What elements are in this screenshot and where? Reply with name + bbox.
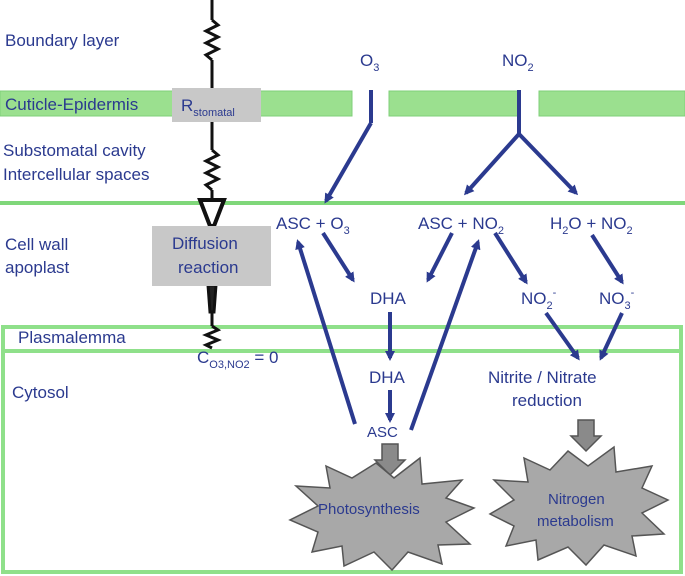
asc-to-no2-reaction-arrow (409, 239, 481, 431)
reduction-label: reduction (512, 391, 582, 410)
asc-to-photosynthesis-block-arrow (373, 443, 407, 477)
intercellular-resistor (202, 148, 222, 192)
apoplast-label: apoplast (5, 258, 70, 277)
intercellular-spaces-label: Intercellular spaces (3, 165, 149, 184)
resistance-chain (197, 0, 227, 350)
asc-no2-to-dha-arrow (426, 232, 454, 283)
asc-ozone-reaction: ASC + O3 (276, 214, 350, 237)
reduction-to-nitrogen-block-arrow (569, 419, 603, 453)
conc-subscript: O3,NO2 (209, 359, 249, 371)
asc-ozone-to-dha-arrow (321, 231, 355, 283)
diffusion-label: Diffusion (172, 234, 238, 253)
diffusion-funnel (206, 283, 218, 314)
cuticle-band-middle (388, 90, 521, 117)
no2-to-asc-arrow (463, 132, 521, 196)
reaction-arrows (295, 90, 624, 431)
cell-wall-label: Cell wall (5, 235, 68, 254)
ozone-to-asc-arrow (324, 122, 373, 204)
no2-to-water-arrow (517, 132, 579, 196)
nitrate-ion-label: NO3- (599, 287, 635, 312)
asc-cytosol-label: ASC (367, 424, 398, 441)
metabolism-label: metabolism (537, 513, 614, 530)
r-subscript: stomatal (193, 107, 235, 119)
nitrite-ion-label: NO2- (521, 287, 557, 312)
photosynthesis-label: Photosynthesis (318, 501, 420, 518)
conc-symbol: C (197, 348, 209, 367)
photosynthesis-star (288, 456, 476, 572)
concentration-equation: CO3,NO2 = 0 (197, 348, 278, 371)
boundary-resistor (202, 18, 222, 62)
ozone-label: O3 (360, 51, 379, 74)
stomatal-resistance-label: Rstomatal (181, 96, 235, 119)
nitrogen-metabolism-star (488, 445, 670, 567)
membrane-resistor (202, 324, 222, 350)
nitrate-to-reduction-arrow (599, 312, 624, 361)
substomatal-cavity-label: Substomatal cavity (3, 141, 146, 160)
conc-equals: = 0 (250, 348, 279, 367)
asc-no2-to-nitrite-arrow (493, 231, 528, 285)
diffusion-reaction-box (152, 226, 271, 286)
stomatal-resistance-box (172, 88, 261, 122)
dha-apoplast-label: DHA (370, 289, 407, 308)
reaction-label: reaction (178, 258, 238, 277)
nitrogen-dioxide-label: NO2 (502, 51, 534, 74)
cytosol-compartment (1, 349, 683, 574)
dha-cytosol-label: DHA (369, 368, 406, 387)
cuticle-band-right (538, 90, 685, 117)
plasmalemma-label: Plasmalemma (18, 328, 126, 347)
boundary-layer-label: Boundary layer (5, 31, 120, 50)
cuticle-epidermis-label: Cuticle-Epidermis (5, 95, 138, 114)
asc-to-ozone-reaction-arrow (295, 239, 357, 425)
asc-no2-reaction: ASC + NO2 (418, 214, 504, 237)
water-no2-reaction: H2O + NO2 (550, 214, 633, 237)
nitrite-nitrate-label: Nitrite / Nitrate (488, 368, 597, 387)
r-symbol: R (181, 96, 193, 115)
cytosol-label: Cytosol (12, 383, 69, 402)
diffusion-taper (197, 198, 227, 228)
nitrite-to-reduction-arrow (544, 311, 580, 361)
water-no2-to-nitrate-arrow (590, 233, 624, 285)
nitrogen-label: Nitrogen (548, 491, 605, 508)
